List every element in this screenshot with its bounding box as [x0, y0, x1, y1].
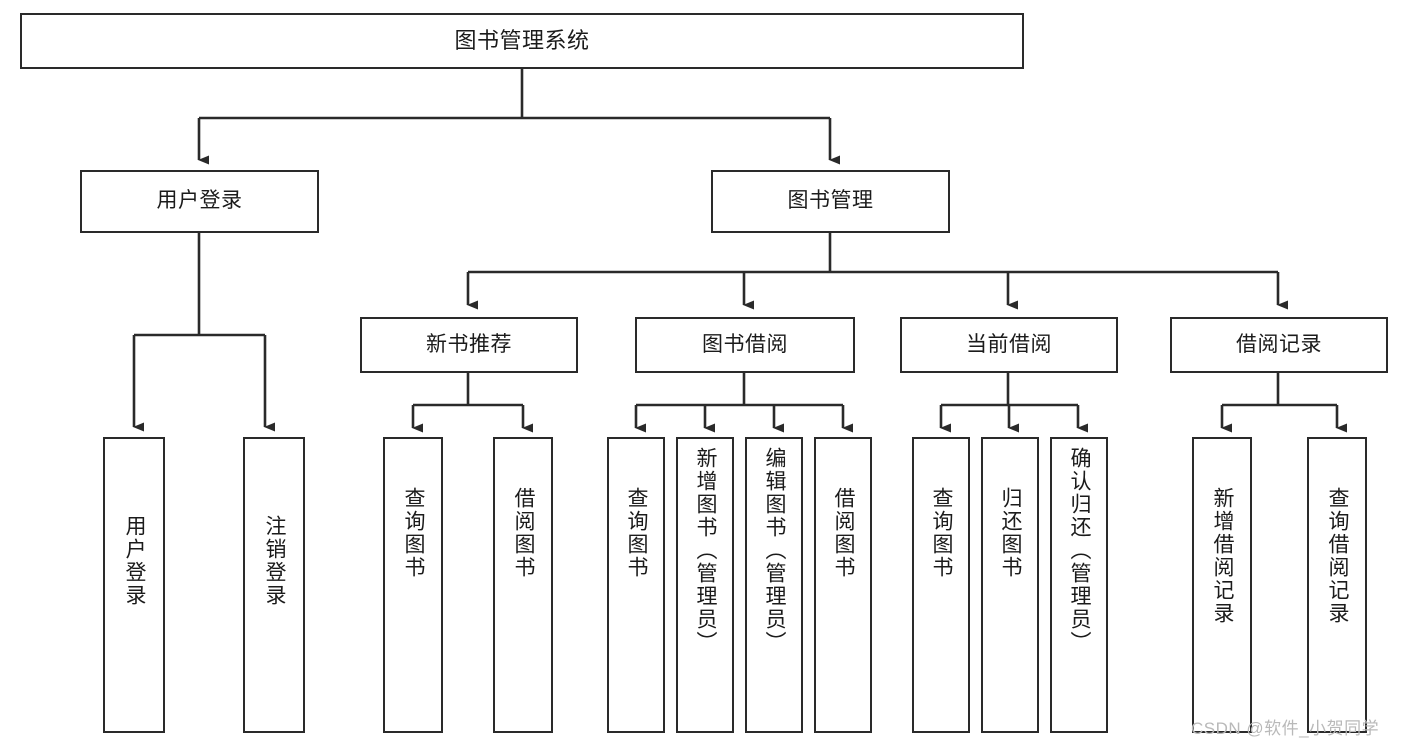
node-label: 图书管理 — [787, 189, 874, 213]
node-label: 新书推荐 — [426, 332, 512, 356]
node-label: 借阅图书 — [832, 487, 856, 579]
node-label: 归还图书 — [999, 487, 1023, 579]
leaf-user-login[interactable]: 用户登录 — [103, 437, 165, 733]
node-borrowing-records[interactable]: 借阅记录 — [1170, 317, 1388, 373]
node-book-borrowing[interactable]: 图书借阅 — [635, 317, 855, 373]
leaf-query-borrow-record[interactable]: 查询借阅记录 — [1307, 437, 1367, 733]
node-label: 借阅记录 — [1236, 332, 1322, 356]
node-current-borrowing[interactable]: 当前借阅 — [900, 317, 1118, 373]
node-label: 借阅图书 — [512, 487, 536, 579]
leaf-edit-book-admin[interactable]: 编辑图书（管理员） — [745, 437, 803, 733]
leaf-query-book-new[interactable]: 查询图书 — [383, 437, 443, 733]
leaf-return-book[interactable]: 归还图书 — [981, 437, 1039, 733]
leaf-borrow-book[interactable]: 借阅图书 — [814, 437, 872, 733]
node-label: 当前借阅 — [966, 332, 1052, 356]
node-label: 查询借阅记录 — [1326, 487, 1350, 625]
node-label: 用户登录 — [156, 189, 243, 213]
node-book-management[interactable]: 图书管理 — [711, 170, 950, 233]
leaf-borrow-book-new[interactable]: 借阅图书 — [493, 437, 553, 733]
node-label: 确认归还（管理员） — [1068, 447, 1092, 654]
node-label: 新增图书（管理员） — [694, 447, 718, 654]
node-label: 查询图书 — [402, 487, 426, 579]
node-label: 用户登录 — [123, 515, 147, 607]
node-label: 图书借阅 — [702, 332, 788, 356]
node-new-book-recommendation[interactable]: 新书推荐 — [360, 317, 578, 373]
node-root-book-management-system[interactable]: 图书管理系统 — [20, 13, 1024, 69]
leaf-query-book-current[interactable]: 查询图书 — [912, 437, 970, 733]
node-user-login[interactable]: 用户登录 — [80, 170, 319, 233]
node-label: 图书管理系统 — [454, 28, 590, 54]
node-label: 查询图书 — [930, 487, 954, 579]
node-label: 注销登录 — [263, 515, 287, 607]
leaf-logout[interactable]: 注销登录 — [243, 437, 305, 733]
leaf-query-book-borrow[interactable]: 查询图书 — [607, 437, 665, 733]
leaf-add-borrow-record[interactable]: 新增借阅记录 — [1192, 437, 1252, 733]
node-label: 新增借阅记录 — [1211, 487, 1235, 625]
node-label: 编辑图书（管理员） — [763, 447, 787, 654]
node-label: 查询图书 — [625, 487, 649, 579]
leaf-confirm-return-admin[interactable]: 确认归还（管理员） — [1050, 437, 1108, 733]
leaf-add-book-admin[interactable]: 新增图书（管理员） — [676, 437, 734, 733]
